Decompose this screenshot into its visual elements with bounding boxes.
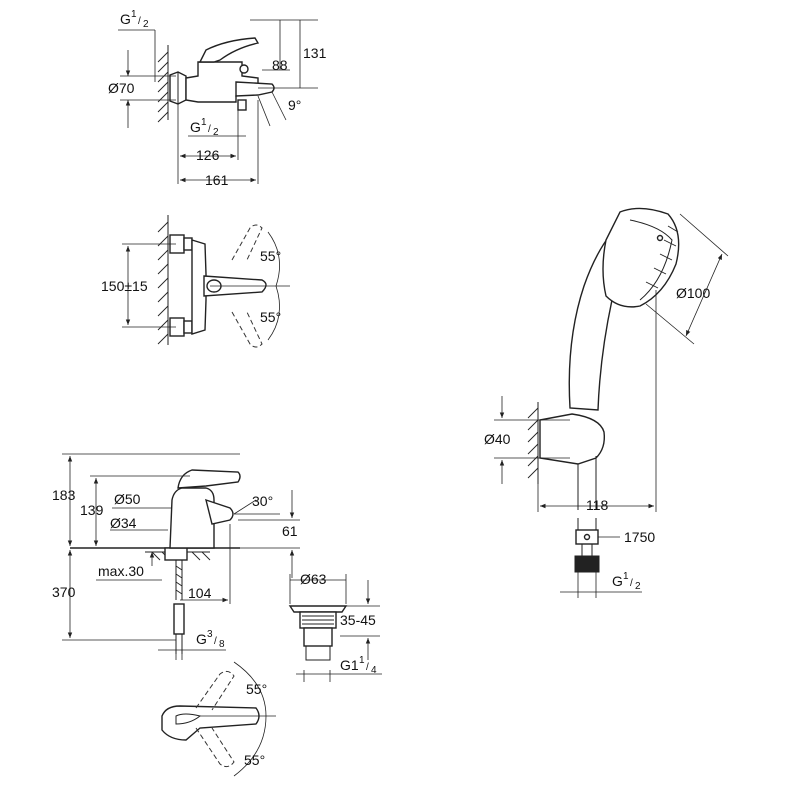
thread-bottom-label: G bbox=[190, 119, 201, 135]
height-183-label: 183 bbox=[52, 487, 76, 503]
diameter-70-label: Ø70 bbox=[108, 80, 135, 96]
thread-3-8-label: G bbox=[196, 631, 207, 647]
basin-mixer-side-view: 183 370 139 Ø50 Ø34 30° 61 max.30 104 G … bbox=[52, 453, 300, 660]
svg-text:/: / bbox=[630, 578, 633, 589]
hand-shower-view: Ø100 Ø40 118 bbox=[484, 207, 729, 513]
waste-thread bbox=[302, 615, 334, 625]
svg-text:4: 4 bbox=[371, 665, 377, 676]
svg-text:/: / bbox=[366, 662, 369, 673]
range-35-45-label: 35-45 bbox=[340, 612, 376, 628]
wall-hatch-3 bbox=[527, 407, 539, 479]
angle-55-bottom-label: 55° bbox=[260, 309, 281, 325]
angle-9-label: 9° bbox=[288, 97, 301, 113]
svg-text:/: / bbox=[138, 16, 141, 27]
wall-hatch bbox=[157, 51, 169, 123]
shower-hose: G 1 / 2 1750 bbox=[560, 518, 655, 598]
diameter-34-label: Ø34 bbox=[110, 515, 137, 531]
wall-hatch-2 bbox=[157, 221, 169, 345]
angle-30-label: 30° bbox=[252, 493, 273, 509]
depth-118-label: 118 bbox=[586, 497, 609, 513]
width-126-label: 126 bbox=[196, 147, 220, 163]
basin-angle-55-top-label: 55° bbox=[246, 681, 267, 697]
max-30-label: max.30 bbox=[98, 563, 144, 579]
height-131-label: 131 bbox=[303, 45, 327, 61]
height-139-label: 139 bbox=[80, 502, 104, 518]
bath-mixer-plan-view: 55° 55° 150±15 bbox=[101, 215, 290, 348]
lever-swing-upper bbox=[231, 224, 263, 263]
diameter-50-label: Ø50 bbox=[114, 491, 141, 507]
svg-text:/: / bbox=[214, 636, 217, 647]
svg-text:3: 3 bbox=[207, 629, 213, 640]
depth-370-label: 370 bbox=[52, 584, 76, 600]
bath-mixer-side-view: G 1 / 2 Ø70 131 88 9° G 1 / 2 126 161 bbox=[108, 9, 327, 188]
svg-text:8: 8 bbox=[219, 639, 225, 650]
svg-text:1: 1 bbox=[359, 655, 365, 666]
basin-mixer-plan-view: 55° 55° bbox=[161, 661, 276, 777]
spacing-150-label: 150±15 bbox=[101, 278, 148, 294]
waste-fitting: Ø63 35-45 G1 1 / 4 bbox=[288, 571, 382, 682]
lever-swing-lower bbox=[231, 309, 263, 348]
angle-55-top-label: 55° bbox=[260, 248, 281, 264]
svg-text:2: 2 bbox=[213, 127, 219, 138]
svg-text:1: 1 bbox=[131, 9, 137, 20]
svg-text:1: 1 bbox=[623, 571, 629, 582]
thread-g1-1-4-label: G1 bbox=[340, 657, 359, 673]
basin-angle-55-bottom-label: 55° bbox=[244, 752, 265, 768]
svg-text:1: 1 bbox=[201, 117, 207, 128]
diameter-100-label: Ø100 bbox=[676, 285, 710, 301]
svg-text:/: / bbox=[208, 124, 211, 135]
thread-1-2-hose-label: G bbox=[612, 573, 623, 589]
thread-top-label: G bbox=[120, 11, 131, 27]
basin-lever-swing-upper bbox=[195, 670, 235, 711]
basin-lever-swing-lower bbox=[195, 727, 235, 768]
diameter-63-label: Ø63 bbox=[300, 571, 327, 587]
hose-braid bbox=[175, 565, 183, 595]
spray-face-ribs bbox=[645, 225, 679, 289]
svg-text:2: 2 bbox=[143, 19, 149, 30]
hose-length-1750-label: 1750 bbox=[624, 529, 655, 545]
hose-nut bbox=[574, 555, 600, 573]
svg-text:2: 2 bbox=[635, 581, 641, 592]
width-161-label: 161 bbox=[205, 172, 229, 188]
diameter-40-label: Ø40 bbox=[484, 431, 511, 447]
width-104-label: 104 bbox=[188, 585, 212, 601]
height-61-label: 61 bbox=[282, 523, 298, 539]
height-88-label: 88 bbox=[272, 57, 288, 73]
